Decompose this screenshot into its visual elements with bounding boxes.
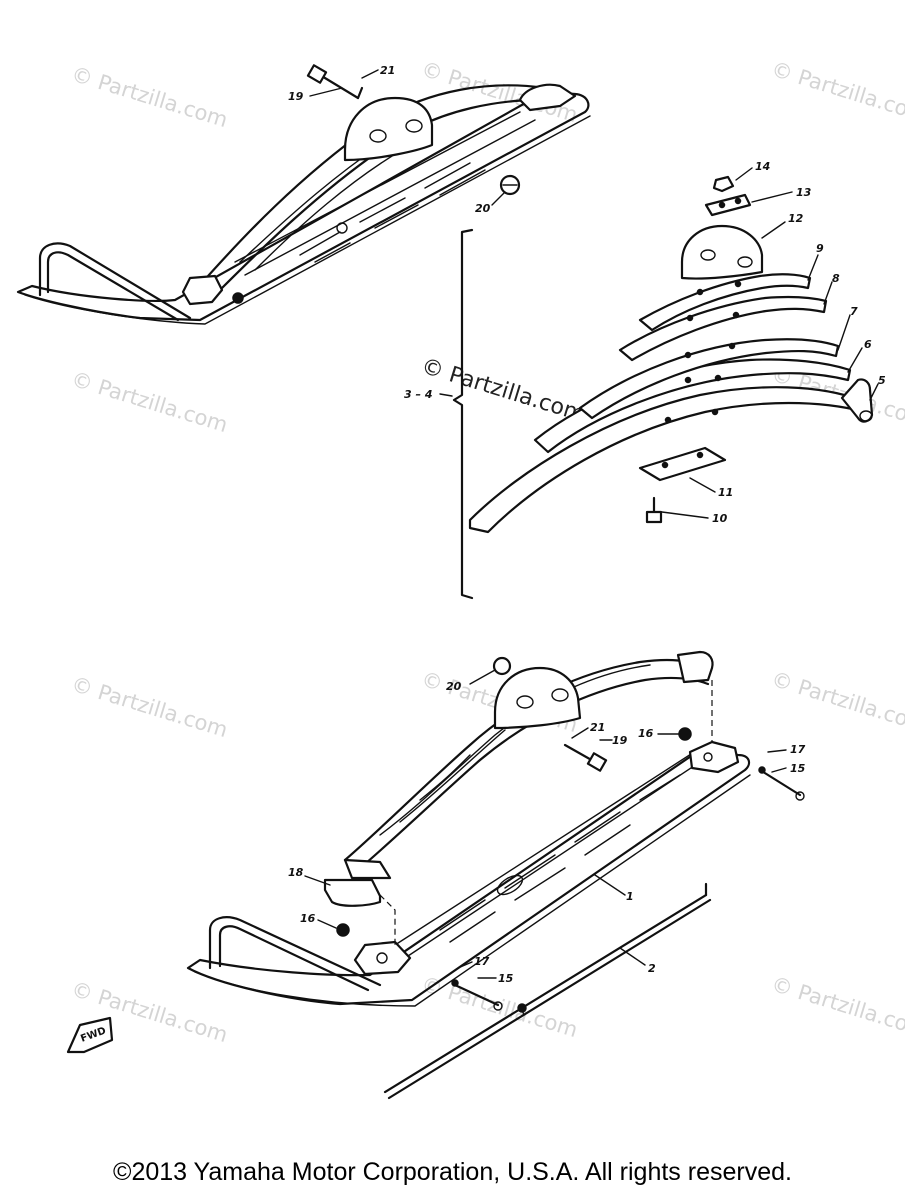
watermark-4: © Partzilla.com — [69, 367, 231, 437]
watermark-11: © Partzilla.com — [769, 972, 905, 1042]
callout-17-right: 17 — [790, 743, 806, 756]
top-front-bracket — [181, 274, 224, 306]
top-saddle-bracket — [343, 96, 434, 162]
callout-12: 12 — [788, 212, 804, 225]
top-ski-front-loop — [38, 242, 192, 320]
callout-7: 7 — [850, 305, 858, 318]
callout-19-bottom: 19 — [612, 734, 628, 747]
plate-11 — [638, 446, 727, 482]
callout-17-bottom: 17 — [474, 955, 490, 968]
watermark-6: © Partzilla.com — [69, 672, 231, 742]
collar-18 — [323, 878, 382, 907]
watermark-center: © Partzilla.com — [418, 354, 588, 428]
bottom-ski-body — [186, 748, 751, 1006]
bottom-saddle-bracket — [493, 666, 582, 730]
callout-11: 11 — [718, 486, 733, 499]
callout-3-4: 3 – 4 — [404, 388, 432, 401]
bottom-nut-16-rear — [678, 727, 692, 741]
callout-10: 10 — [712, 512, 728, 525]
tie-rod-2 — [383, 893, 708, 1094]
bottom-nut-16-front — [336, 923, 350, 937]
callout-20-bottom: 20 — [446, 680, 462, 693]
nut-14 — [712, 175, 735, 193]
callout-15-bottom: 15 — [498, 972, 514, 985]
top-ski-assembly — [16, 64, 591, 325]
callout-18: 18 — [288, 866, 304, 879]
fwd-arrow-icon: FWD — [66, 1016, 114, 1054]
callout-15-right: 15 — [790, 762, 806, 775]
callout-5: 5 — [878, 374, 886, 387]
callout-13: 13 — [796, 186, 812, 199]
bottom-bolt-15-rear — [758, 768, 802, 797]
callout-19-top: 19 — [288, 90, 304, 103]
copyright-notice: ©2013 Yamaha Motor Corporation, U.S.A. A… — [113, 1158, 792, 1186]
bottom-nut-20 — [492, 656, 512, 676]
bottom-callouts: 20 21 19 16 17 15 18 1 16 17 15 2 — [288, 669, 806, 985]
bottom-ski-front-loop — [208, 916, 382, 987]
callout-1: 1 — [626, 890, 634, 903]
bottom-end-tube — [676, 650, 714, 684]
bottom-ski-assembly — [186, 650, 805, 1100]
watermark-1: © Partzilla.com — [69, 62, 231, 132]
top-bolt-19 — [318, 73, 360, 100]
spring-callouts: 14 13 12 9 8 7 6 5 11 10 3 – 4 — [404, 160, 886, 525]
callout-2: 2 — [648, 962, 656, 975]
callout-8: 8 — [832, 272, 840, 285]
callout-16-top: 16 — [638, 727, 654, 740]
top-callouts: 21 19 20 — [288, 64, 506, 215]
callout-9: 9 — [816, 242, 824, 255]
callout-16-bottom: 16 — [300, 912, 316, 925]
watermark-8: © Partzilla.com — [769, 667, 905, 737]
saddle-12 — [680, 224, 764, 280]
plate-13 — [704, 193, 752, 217]
callout-6: 6 — [864, 338, 872, 351]
leaf-top — [638, 273, 812, 332]
leaf-8 — [578, 338, 840, 420]
callout-21-top: 21 — [380, 64, 395, 77]
top-ski-body — [16, 90, 590, 322]
exploded-leaf-spring — [452, 175, 874, 600]
callout-14: 14 — [755, 160, 770, 173]
bracket-3-4 — [452, 228, 474, 600]
bottom-bolt-15-front — [453, 983, 500, 1007]
callout-20-top: 20 — [475, 202, 491, 215]
leaf-9 — [618, 295, 828, 362]
watermark-3: © Partzilla.com — [769, 57, 905, 127]
leaf-holes — [664, 280, 742, 424]
callout-21-bottom: 21 — [590, 721, 605, 734]
bottom-front-bracket — [353, 940, 412, 976]
